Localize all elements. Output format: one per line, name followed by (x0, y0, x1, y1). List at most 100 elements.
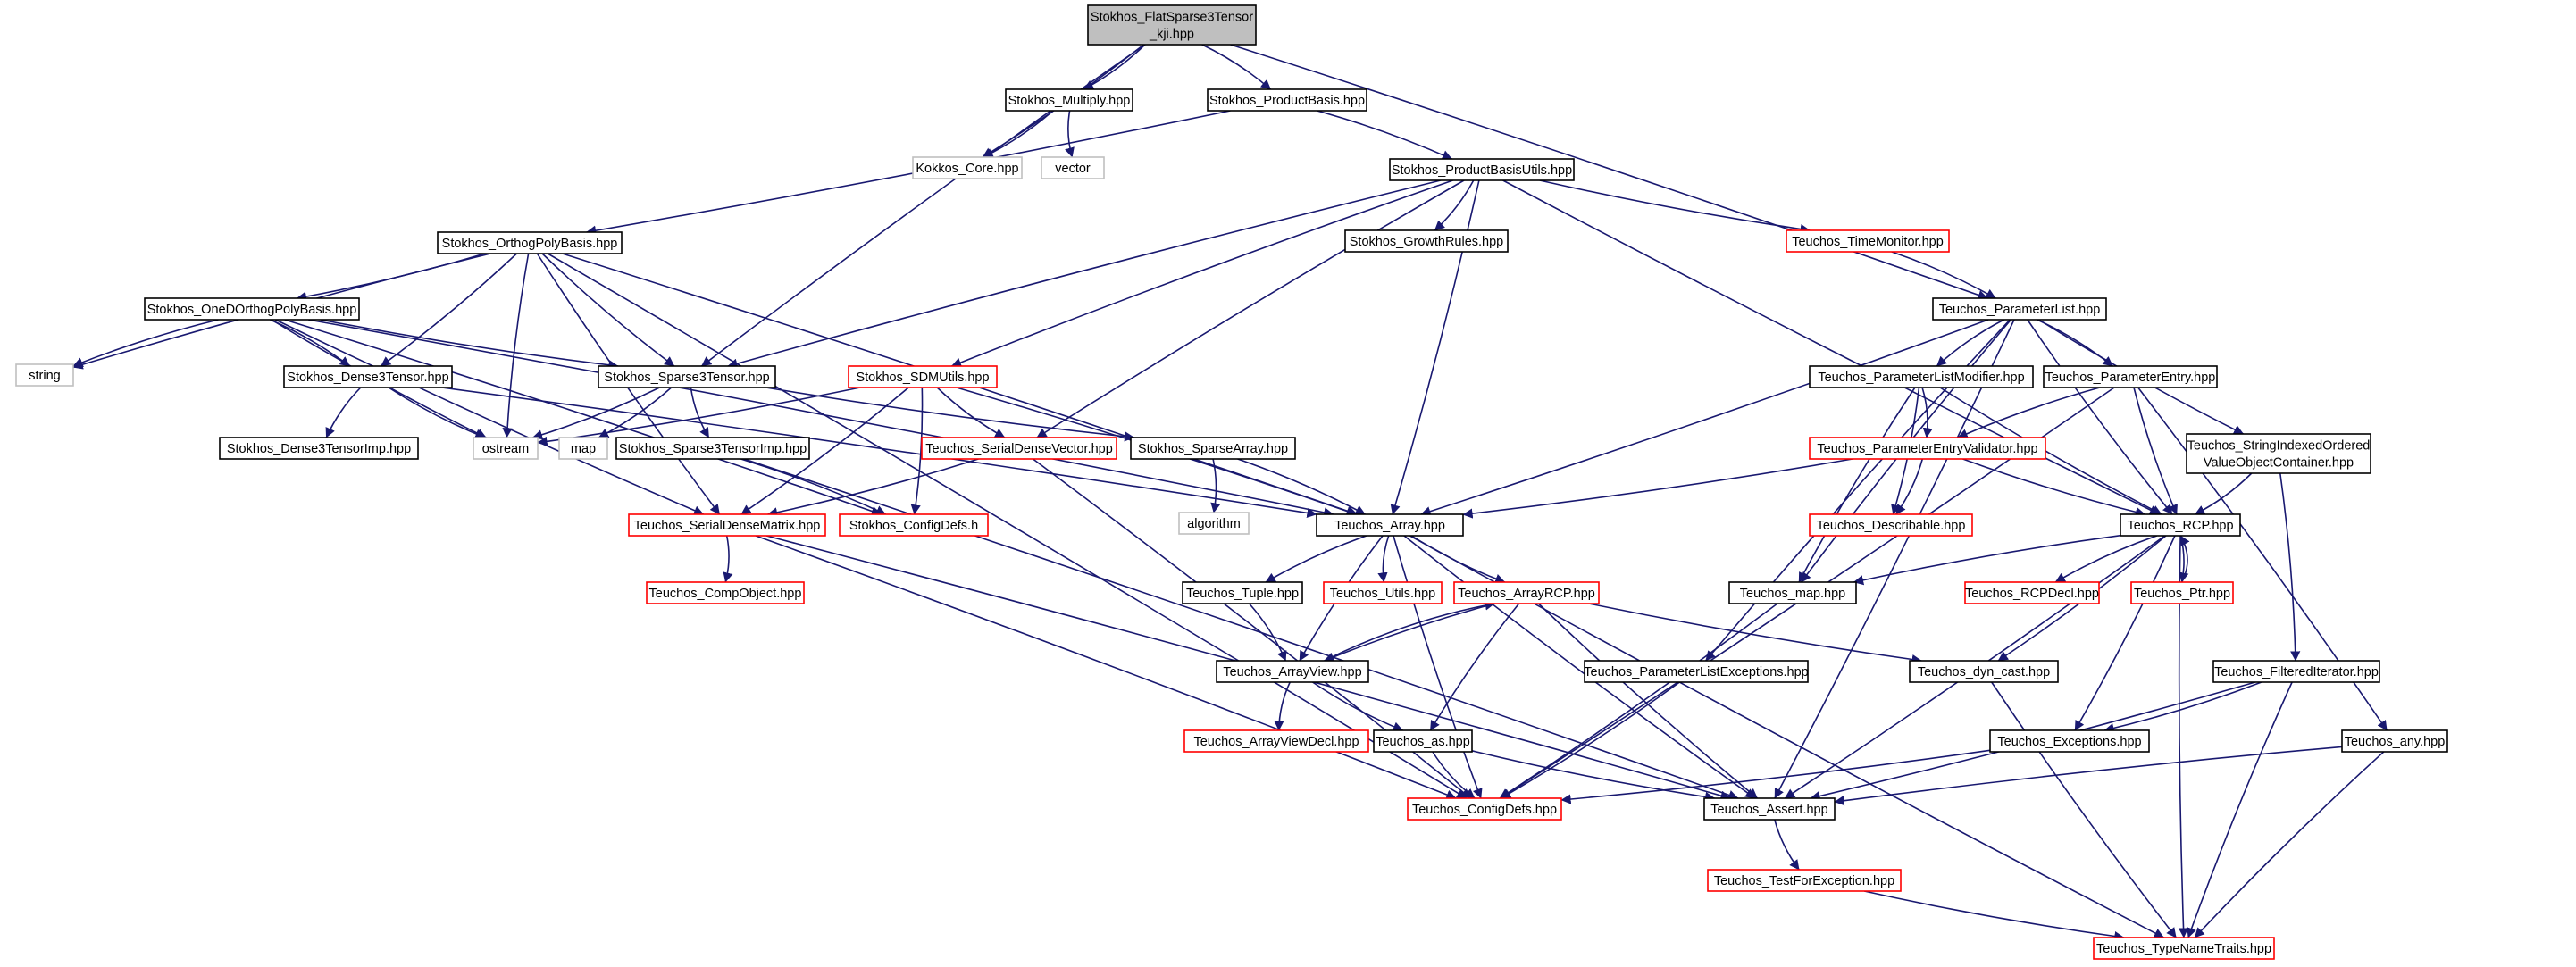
node-orthog[interactable]: Stokhos_OrthogPolyBasis.hpp (437, 231, 623, 254)
node-tuple[interactable]: Teuchos_Tuple.hpp (1182, 581, 1303, 604)
edge-sdmutils-to-sdmatrix (740, 387, 909, 515)
node-dense3imp[interactable]: Stokhos_Dense3TensorImp.hpp (219, 437, 419, 460)
node-ptr[interactable]: Teuchos_Ptr.hpp (2130, 581, 2234, 604)
node-kokkos[interactable]: Kokkos_Core.hpp (912, 156, 1023, 179)
node-utils[interactable]: Teuchos_Utils.hpp (1323, 581, 1443, 604)
edge-sivocontainer-to-filtered (2279, 472, 2301, 662)
edge-sparse3-to-map (598, 387, 673, 438)
node-sdvector[interactable]: Teuchos_SerialDenseVector.hpp (921, 437, 1117, 460)
node-any[interactable]: Teuchos_any.hpp (2341, 729, 2448, 753)
node-root: Stokhos_FlatSparse3Tensor_kji.hpp (1087, 4, 1257, 46)
node-dyncast[interactable]: Teuchos_dyn_cast.hpp (1909, 660, 2059, 683)
node-dense3[interactable]: Stokhos_Dense3Tensor.hpp (283, 365, 453, 388)
node-sdmatrix[interactable]: Teuchos_SerialDenseMatrix.hpp (628, 513, 826, 537)
node-typenametraits[interactable]: Teuchos_TypeNameTraits.hpp (2093, 937, 2275, 960)
node-algorithm[interactable]: algorithm (1178, 512, 1250, 535)
node-growth[interactable]: Stokhos_GrowthRules.hpp (1344, 229, 1509, 253)
node-testforexc[interactable]: Teuchos_TestForException.hpp (1707, 869, 1902, 892)
edge-sivocontainer-to-rcp (2195, 472, 2253, 515)
edge-dyncast-to-typenametraits (1991, 681, 2177, 938)
node-sdmutils[interactable]: Stokhos_SDMUtils.hpp (848, 365, 998, 388)
node-box-ptr (2130, 581, 2234, 604)
node-tmap[interactable]: Teuchos_map.hpp (1728, 581, 1857, 604)
node-label-algorithm: algorithm (1187, 517, 1241, 531)
edge-productbasis-to-pbutils (1317, 110, 1453, 160)
node-compobject[interactable]: Teuchos_CompObject.hpp (646, 581, 805, 604)
node-oned[interactable]: Stokhos_OneDOrthogPolyBasis.hpp (144, 297, 360, 321)
node-multiply[interactable]: Stokhos_Multiply.hpp (1005, 88, 1133, 112)
node-sparse3imp[interactable]: Stokhos_Sparse3TensorImp.hpp (615, 437, 810, 460)
node-label-describable: Teuchos_Describable.hpp (1817, 519, 1966, 533)
node-configdefs_hpp[interactable]: Teuchos_ConfigDefs.hpp (1407, 797, 1562, 821)
edge-arrayview-to-as (1312, 681, 1404, 732)
node-label-plexceptions: Teuchos_ParameterListExceptions.hpp (1584, 665, 1808, 679)
edge-arrayrcp-to-dyncast (1588, 603, 1922, 665)
node-describable[interactable]: Teuchos_Describable.hpp (1809, 513, 1973, 537)
node-assert[interactable]: Teuchos_Assert.hpp (1703, 797, 1836, 821)
node-arrayrcp[interactable]: Teuchos_ArrayRCP.hpp (1453, 581, 1600, 604)
node-sparse3[interactable]: Stokhos_Sparse3Tensor.hpp (598, 365, 776, 388)
node-box-timemonitor (1786, 229, 1950, 253)
node-plexceptions[interactable]: Teuchos_ParameterListExceptions.hpp (1584, 660, 1809, 683)
node-box-vector (1041, 156, 1105, 179)
edge-dense3-to-array (441, 387, 1317, 518)
edge-any-to-assert (1834, 746, 2343, 806)
node-paramlist[interactable]: Teuchos_ParameterList.hpp (1932, 297, 2107, 321)
node-pevalidator[interactable]: Teuchos_ParameterEntryValidator.hpp (1809, 437, 2046, 460)
node-string[interactable]: string (15, 363, 74, 387)
node-box-typenametraits (2093, 937, 2275, 960)
node-box-dyncast (1909, 660, 2059, 683)
node-label-multiply: Stokhos_Multiply.hpp (1008, 94, 1131, 108)
edge-testforexc-to-typenametraits (1863, 890, 2125, 942)
node-label-sparse3imp: Stokhos_Sparse3TensorImp.hpp (619, 442, 807, 456)
edge-sparse3-to-sparse3imp (690, 387, 710, 438)
node-label-arrayview: Teuchos_ArrayView.hpp (1223, 665, 1361, 679)
node-sivocontainer[interactable]: Teuchos_StringIndexedOrderedValueObjectC… (2186, 433, 2371, 474)
node-configdefs_h[interactable]: Stokhos_ConfigDefs.h (839, 513, 989, 537)
node-arrayviewdecl[interactable]: Teuchos_ArrayViewDecl.hpp (1183, 729, 1369, 753)
node-label-typenametraits: Teuchos_TypeNameTraits.hpp (2096, 942, 2271, 956)
edge-any-to-typenametraits (2194, 751, 2385, 938)
node-box-filtered (2212, 660, 2380, 683)
node-box-pevalidator (1809, 437, 2046, 460)
node-label-sdmatrix: Teuchos_SerialDenseMatrix.hpp (634, 519, 821, 533)
node-rcp[interactable]: Teuchos_RCP.hpp (2120, 513, 2241, 537)
edge-pevalidator-to-array (1462, 458, 1853, 519)
node-pbutils[interactable]: Stokhos_ProductBasisUtils.hpp (1389, 158, 1575, 181)
node-sparsearray[interactable]: Stokhos_SparseArray.hpp (1130, 437, 1296, 460)
edge-rcp-to-exceptions (2074, 535, 2176, 731)
edge-exceptions-to-configdefs_hpp (1560, 749, 1991, 804)
node-box-any (2341, 729, 2448, 753)
node-label-timemonitor: Teuchos_TimeMonitor.hpp (1792, 235, 1944, 249)
node-arrayview[interactable]: Teuchos_ArrayView.hpp (1216, 660, 1369, 683)
edge-orthog-to-configdefs_hpp (547, 253, 1468, 799)
edge-as-to-assert (1471, 750, 1716, 802)
edge-sdvector-to-sdmatrix (767, 458, 979, 518)
node-exceptions[interactable]: Teuchos_Exceptions.hpp (1989, 729, 2150, 753)
node-box-configdefs_hpp (1407, 797, 1562, 821)
node-label-vector: vector (1055, 162, 1091, 176)
node-box-growth (1344, 229, 1509, 253)
node-as[interactable]: Teuchos_as.hpp (1373, 729, 1473, 753)
node-label-growth: Stokhos_GrowthRules.hpp (1350, 235, 1504, 249)
edge-paramentry-to-any (2137, 387, 2388, 731)
node-label-sivocontainer: ValueObjectContainer.hpp (2204, 456, 2354, 471)
node-box-arrayviewdecl (1183, 729, 1369, 753)
node-label-dyncast: Teuchos_dyn_cast.hpp (1918, 665, 2050, 679)
node-vector[interactable]: vector (1041, 156, 1105, 179)
node-label-exceptions: Teuchos_Exceptions.hpp (1997, 735, 2141, 749)
node-rcpdecl[interactable]: Teuchos_RCPDecl.hpp (1964, 581, 2100, 604)
node-box-exceptions (1989, 729, 2150, 753)
node-map[interactable]: map (558, 437, 608, 460)
node-filtered[interactable]: Teuchos_FilteredIterator.hpp (2212, 660, 2380, 683)
edge-orthog-to-dense3 (381, 253, 518, 367)
node-paramentry[interactable]: Teuchos_ParameterEntry.hpp (2043, 365, 2218, 388)
edge-sparse3-to-ostream (531, 387, 660, 440)
node-plmodifier[interactable]: Teuchos_ParameterListModifier.hpp (1809, 365, 2034, 388)
node-ostream[interactable]: ostream (473, 437, 539, 460)
edge-productbasis-to-orthog (586, 110, 1231, 236)
node-array[interactable]: Teuchos_Array.hpp (1316, 513, 1464, 537)
node-timemonitor[interactable]: Teuchos_TimeMonitor.hpp (1786, 229, 1950, 253)
node-productbasis[interactable]: Stokhos_ProductBasis.hpp (1207, 88, 1367, 112)
